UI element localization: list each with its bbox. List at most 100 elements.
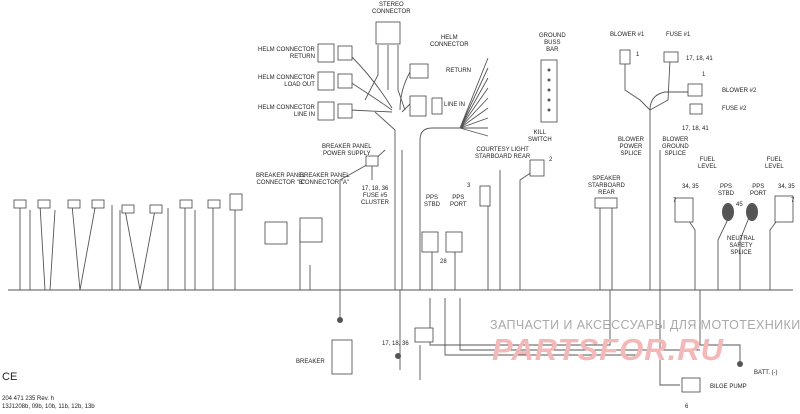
ref-2-label: 2 xyxy=(549,157,553,163)
courtesy-light-connector xyxy=(479,185,491,207)
batt-branch xyxy=(699,290,741,362)
left-connector-6 xyxy=(149,204,163,214)
lower-harness-branch-2 xyxy=(444,298,640,356)
fuel-right-connector xyxy=(774,195,794,223)
helm-linein-right-connector-2 xyxy=(431,97,443,115)
breaker-device xyxy=(331,339,353,375)
left-branch-2 xyxy=(71,204,121,291)
helm-linein-connector xyxy=(317,101,335,121)
fuse5-connector xyxy=(365,155,379,167)
left-connector-9 xyxy=(229,193,243,211)
ref-1b-label: 1 xyxy=(702,72,706,78)
breaker-panel-a-connector xyxy=(299,217,323,243)
return-label: RETURN xyxy=(446,68,471,74)
doc-number: 204 471 235 Rev. h xyxy=(2,396,54,402)
central-harness xyxy=(419,127,460,290)
fuse1-connector xyxy=(663,51,679,63)
watermark-logo: PARTSFOR.RU xyxy=(492,332,725,367)
lower-harness-trunk xyxy=(429,290,611,346)
bilge-branch xyxy=(659,290,680,386)
central-harness-2 xyxy=(374,111,396,290)
helm-fan xyxy=(459,57,489,137)
left-connector-2 xyxy=(37,199,51,209)
blower-harness xyxy=(624,59,690,290)
batt-terminal xyxy=(737,361,743,367)
breaker-panel-b-connector xyxy=(264,221,288,245)
helm-return-connector-2 xyxy=(337,45,353,61)
ref-7b-label: 7 xyxy=(791,198,795,204)
ref-6-label: 6 xyxy=(685,404,689,410)
ref-1a-label: 1 xyxy=(636,52,640,58)
bilge-pump-connector xyxy=(681,377,701,393)
pps-stbd-connector xyxy=(421,231,439,253)
pps-branch xyxy=(431,200,489,290)
left-branch-3 xyxy=(124,208,169,291)
lower-harness-branch xyxy=(459,298,700,351)
cluster-connector xyxy=(414,327,434,343)
blower1-connector xyxy=(619,49,631,65)
pps-port-connector xyxy=(445,231,463,253)
left-connector-8 xyxy=(207,199,221,209)
helm-linein-connector-2 xyxy=(337,103,353,119)
left-connector-1 xyxy=(13,199,27,209)
stereo-wires xyxy=(364,45,406,111)
ref-3-label: 3 xyxy=(467,183,471,189)
fuse-1-label: FUSE #1 xyxy=(666,32,691,38)
ring-terminal xyxy=(395,353,401,359)
helm-linein-right-connector xyxy=(409,95,427,117)
ref-17-18-41a-label: 17, 18, 41 xyxy=(686,56,713,62)
left-connector-5 xyxy=(121,204,135,214)
watermark-text: ЗАПЧАСТИ И АКСЕССУАРЫ ДЛЯ МОТОТЕХНИКИ xyxy=(490,318,800,332)
ref-45-label: 45 xyxy=(736,202,743,208)
blower-2-label: BLOWER #2 xyxy=(722,88,757,94)
helm-return-right-connector xyxy=(409,63,429,79)
helm-loadout-connector-2 xyxy=(337,73,353,89)
kill-switch-connector xyxy=(529,159,545,177)
helm-loadout-connector xyxy=(317,71,335,91)
pps-right-stbd-sensor xyxy=(722,203,734,221)
helm-left-wires xyxy=(349,54,393,113)
line-in-label: LINE IN xyxy=(444,102,466,108)
speaker-connector xyxy=(594,197,618,209)
pps-right-port-sensor xyxy=(746,203,758,221)
courtesy-branch xyxy=(499,169,536,290)
speaker-branch xyxy=(599,205,613,290)
helm-right-wires xyxy=(399,71,411,113)
left-connector-4 xyxy=(91,199,105,209)
batt-label: BATT. (-) xyxy=(754,370,778,376)
stereo-connector-shape xyxy=(375,21,401,45)
blower2-connector xyxy=(687,83,703,97)
bilge-pump-label: BILGE PUMP xyxy=(710,384,747,390)
fuel-left-connector xyxy=(674,197,694,223)
left-connector-7 xyxy=(179,199,193,209)
ref-7a-label: 7 xyxy=(673,198,677,204)
ce-mark: CE xyxy=(2,371,18,383)
model-codes: 13J1208b, 09b, 10b, 11b, 12b, 13b xyxy=(2,404,95,410)
blower-1-label: BLOWER #1 xyxy=(610,32,645,38)
left-branch-4 xyxy=(184,205,236,290)
fuse2-connector xyxy=(689,103,703,115)
ref-34-35b-label: 34, 35 xyxy=(778,184,795,190)
helm-return-connector xyxy=(317,43,335,63)
left-connector-3 xyxy=(67,199,81,209)
breaker-label: BREAKER xyxy=(296,359,325,365)
fuse-2-label: FUSE #2 xyxy=(722,106,747,112)
ref-17-18-36-label: 17, 18, 36 xyxy=(382,341,409,347)
